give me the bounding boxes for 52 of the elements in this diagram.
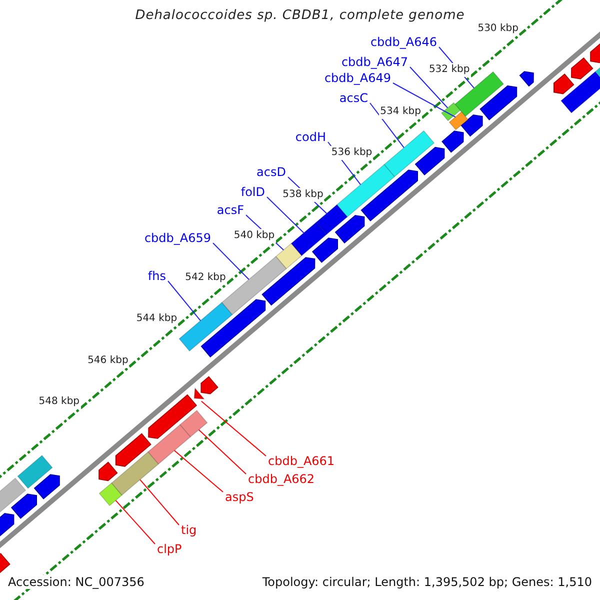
gene-feature-bar bbox=[336, 164, 396, 218]
gene-label: codH bbox=[295, 130, 326, 144]
scale-label: 536 kbp bbox=[330, 146, 374, 160]
gene-feature-bar bbox=[147, 424, 191, 465]
scale-label: 540 kbp bbox=[232, 229, 276, 244]
title: Dehalococcoides sp. CBDB1, complete genome bbox=[134, 9, 466, 23]
footer-text: Topology: circular; Length: 1,395,502 bp; Genes: 1,510 bbox=[262, 575, 592, 589]
gene-feature-triangle bbox=[194, 387, 206, 400]
leader-line bbox=[370, 102, 404, 148]
gene-label: cbdb_A662 bbox=[248, 472, 315, 486]
gene-label: acsC bbox=[339, 91, 368, 105]
gene-label: acsD bbox=[256, 165, 286, 179]
scale-label: 534 kbp bbox=[379, 104, 422, 119]
gene-label: cbdb_A649 bbox=[324, 71, 391, 85]
gene-label: cbdb_A661 bbox=[268, 454, 335, 468]
gene-label: acsF bbox=[216, 203, 244, 217]
footer-text: Accession: NC_007356 bbox=[8, 575, 144, 589]
gene-label: folD bbox=[240, 185, 265, 199]
gene-feature-bar bbox=[316, 204, 348, 235]
gene-label: fhs bbox=[148, 269, 166, 283]
scale-label: 538 kbp bbox=[282, 188, 324, 202]
leader-line bbox=[200, 400, 266, 456]
gene-feature-bar bbox=[440, 102, 461, 122]
gene-label: tig bbox=[181, 523, 197, 537]
leader-line bbox=[266, 196, 304, 234]
scale-label: 530 kbp bbox=[476, 22, 520, 36]
leader-line bbox=[115, 500, 156, 544]
leader-line bbox=[168, 280, 201, 322]
scale-label: 532 kbp bbox=[428, 63, 471, 78]
gene-label: cbdb_A659 bbox=[144, 231, 211, 245]
gene-feature-bar bbox=[290, 222, 328, 256]
leader-line bbox=[212, 242, 250, 280]
gene-label: cbdb_A647 bbox=[341, 55, 408, 69]
leader-line bbox=[410, 66, 448, 108]
gene-feature-bar bbox=[178, 302, 233, 352]
gene-feature-bar bbox=[384, 130, 435, 178]
gene-feature-bar bbox=[110, 451, 159, 496]
leader-line bbox=[392, 82, 456, 118]
gene-label: aspS bbox=[225, 490, 254, 504]
gene-feature-bar bbox=[275, 242, 302, 270]
leader-line bbox=[198, 429, 246, 474]
scale-label: 546 kbp bbox=[86, 354, 130, 368]
leader-line bbox=[174, 450, 224, 492]
gene-label: cbdb_A646 bbox=[370, 35, 437, 49]
gene-feature-bar bbox=[448, 111, 469, 130]
leader-line bbox=[140, 479, 180, 526]
scale-label: 542 kbp bbox=[184, 270, 227, 285]
gene-feature-bar bbox=[98, 482, 122, 506]
gene-label: clpP bbox=[157, 542, 182, 556]
scale-label: 548 kbp bbox=[38, 395, 81, 410]
gene-feature-bar bbox=[179, 410, 208, 438]
scale-label: 544 kbp bbox=[135, 312, 178, 326]
